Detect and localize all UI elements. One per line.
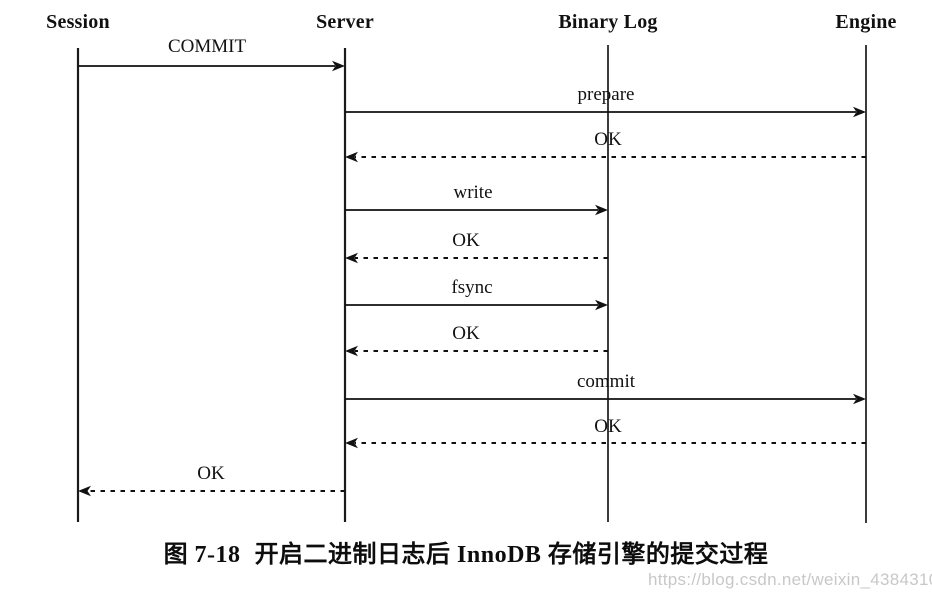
message-label-5: OK (452, 230, 480, 251)
message-label-10: OK (197, 463, 225, 484)
lifeline-label-binary_log: Binary Log (558, 11, 657, 33)
message-label-1: COMMIT (168, 36, 247, 57)
message-label-2: prepare (578, 84, 635, 105)
lifeline-label-server: Server (316, 11, 374, 33)
figure-caption-number: 图 7-18 (163, 542, 241, 568)
message-arrowhead-3 (345, 151, 358, 163)
watermark-url: https://blog.csdn.net/weixin_43843104 (648, 570, 932, 589)
message-arrowhead-9 (345, 437, 358, 449)
message-arrowhead-2 (853, 106, 866, 118)
message-arrowhead-10 (78, 485, 91, 497)
message-label-6: fsync (451, 277, 492, 298)
message-arrowhead-6 (595, 299, 608, 311)
message-label-9: OK (594, 416, 622, 437)
message-arrowhead-1 (332, 60, 345, 72)
message-label-7: OK (452, 323, 480, 344)
lifeline-label-engine: Engine (835, 11, 896, 33)
message-label-4: write (453, 182, 492, 203)
message-arrowhead-4 (595, 204, 608, 216)
lifelines-group: Session Server Binary Log Engine (46, 11, 896, 523)
message-arrowhead-5 (345, 252, 358, 264)
message-label-3: OK (594, 129, 622, 150)
figure-caption-text: 开启二进制日志后 InnoDB 存储引擎的提交过程 (254, 542, 769, 568)
figure-caption: 图 7-18 开启二进制日志后 InnoDB 存储引擎的提交过程 (0, 534, 932, 569)
message-label-8: commit (577, 371, 636, 392)
message-arrowhead-8 (853, 393, 866, 405)
lifeline-label-session: Session (46, 11, 110, 33)
message-arrowhead-7 (345, 345, 358, 357)
